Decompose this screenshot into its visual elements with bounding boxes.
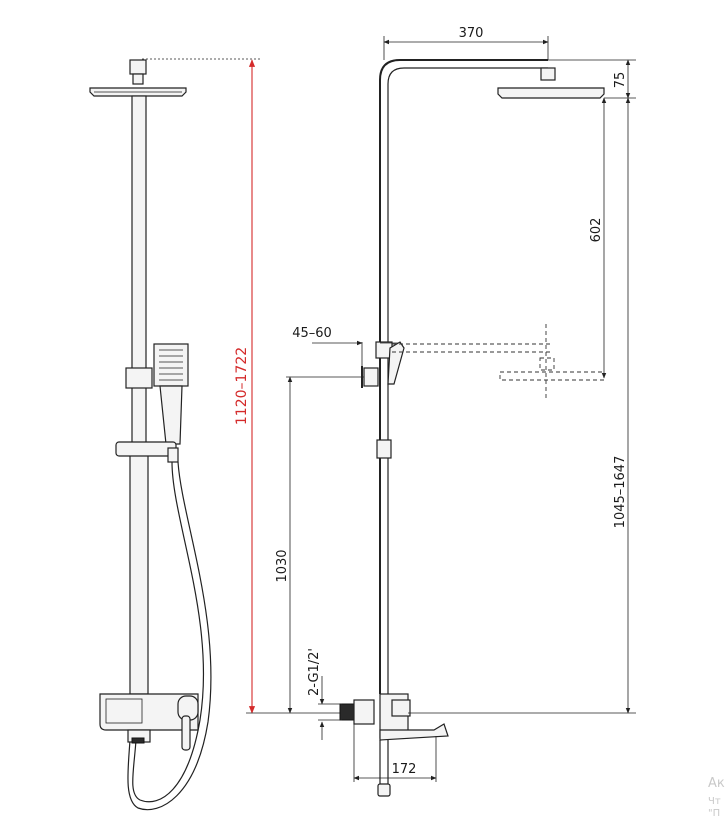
inlet-thread-dimension xyxy=(318,676,342,740)
watermark-line-2: Чт xyxy=(708,796,721,807)
inlet-thread-label: 2-G1/2' xyxy=(307,648,322,696)
side-hand-shower xyxy=(387,341,405,385)
inlet-height-label: 1030 xyxy=(275,549,290,582)
wall-offset-dimension xyxy=(312,340,398,366)
arm-reach-label: 370 xyxy=(459,26,484,41)
front-hand-shower-handle xyxy=(159,385,183,445)
front-view xyxy=(89,59,212,811)
head-height-dimension xyxy=(408,97,636,714)
side-head-connector xyxy=(540,67,556,81)
side-slider-holder xyxy=(376,439,392,459)
head-thickness-label: 75 xyxy=(613,72,628,89)
front-lower-pipe xyxy=(129,447,149,695)
side-riser-arm xyxy=(379,59,548,232)
side-wall-inlet xyxy=(339,703,355,721)
side-bath-spout xyxy=(379,723,449,741)
head-height-label: 1045–1647 xyxy=(613,456,628,529)
arm-reach-dimension xyxy=(383,36,549,60)
side-rain-shower-head xyxy=(497,87,605,99)
front-slider-holder xyxy=(115,441,177,457)
inlet-spacing-dimension xyxy=(353,724,437,782)
front-top-cap xyxy=(129,59,147,75)
lowered-head-position xyxy=(392,324,605,400)
front-mixer-body xyxy=(99,693,199,731)
front-hand-shower-head xyxy=(153,343,189,387)
side-view xyxy=(339,59,605,797)
inlet-spacing-label: 172 xyxy=(392,762,417,777)
watermark-line-3: "П xyxy=(708,808,721,819)
total-height-label: 1120–1722 xyxy=(234,347,250,425)
front-pipe-bracket xyxy=(125,367,153,389)
head-thickness-dimension xyxy=(548,59,636,99)
front-head-connector xyxy=(132,73,144,85)
front-riser-pipe xyxy=(131,95,147,449)
watermark-line-1: Ак xyxy=(708,776,725,791)
head-adjust-label: 602 xyxy=(589,218,604,243)
wall-offset-label: 45–60 xyxy=(292,326,332,341)
front-shower-hose xyxy=(132,461,205,803)
hand-shower-nozzles xyxy=(159,349,183,381)
inlet-height-dimension xyxy=(286,376,364,714)
